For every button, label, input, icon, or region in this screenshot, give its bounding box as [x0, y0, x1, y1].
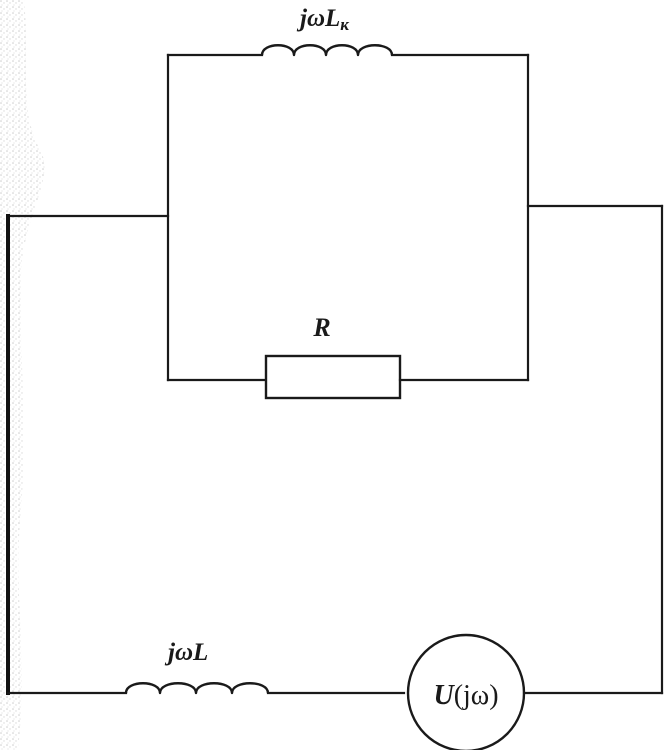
- label-voltage-source: U(jω): [433, 680, 498, 711]
- inductor-bottom-coil: [124, 682, 270, 695]
- label-inductor-bottom: jωL: [164, 639, 208, 666]
- page-edge-shading: [0, 0, 45, 750]
- parallel-branch-bottom: [166, 354, 530, 400]
- resistor-body: [264, 354, 402, 400]
- label-inductor-top: jωLк: [296, 5, 349, 34]
- label-resistor: R: [312, 313, 330, 342]
- outer-loop: [6, 204, 664, 750]
- parallel-branch-top: [166, 44, 530, 382]
- inductor-top-coil: [260, 44, 394, 57]
